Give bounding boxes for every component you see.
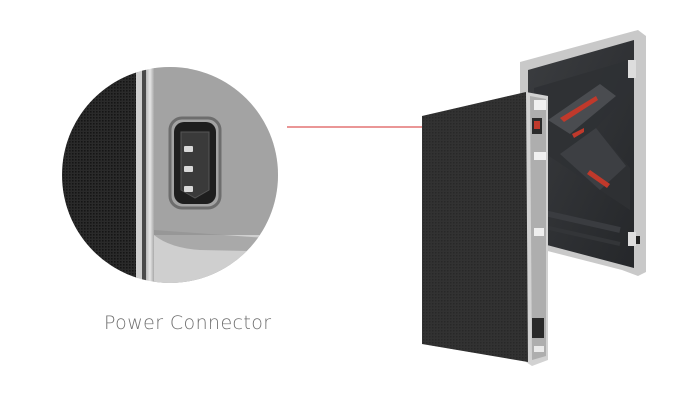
back-cabinet (520, 30, 646, 276)
power-socket-icon (168, 116, 222, 210)
power-connector-label: Power Connector (104, 312, 272, 334)
connector-zoom-circle (62, 67, 278, 283)
front-cabinet (422, 92, 548, 366)
